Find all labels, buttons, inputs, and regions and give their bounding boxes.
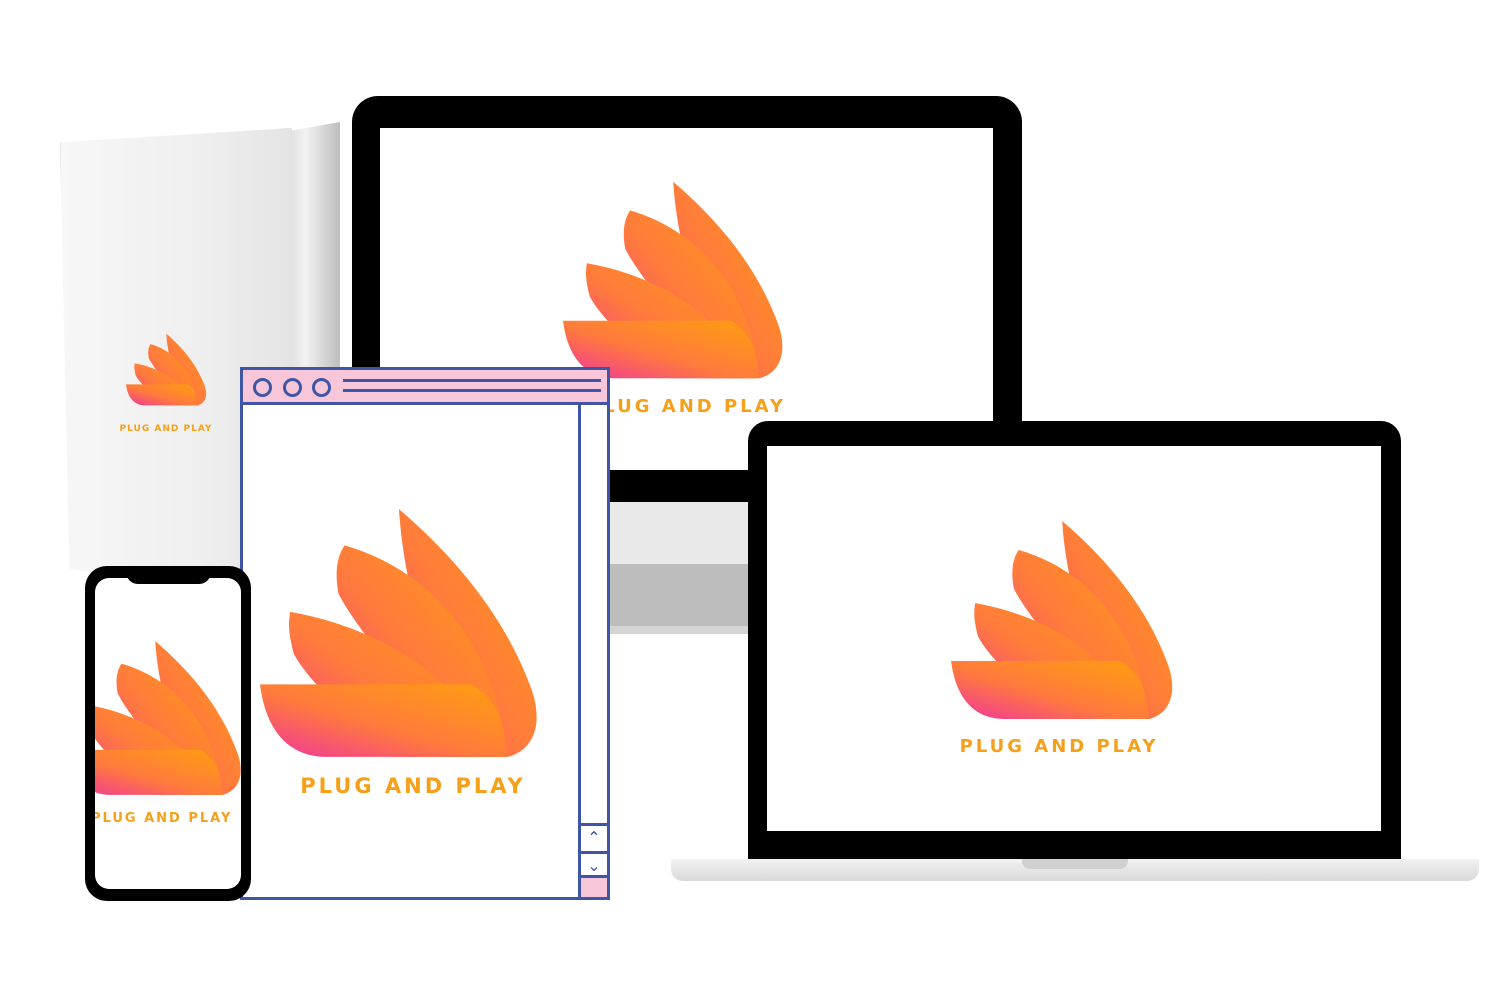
laptop-base	[671, 859, 1479, 881]
desktop-monitor-foot	[570, 626, 803, 634]
phoenix-wing-logo-icon	[951, 521, 1183, 719]
phoenix-wing-logo-icon	[126, 321, 210, 418]
phoenix-wing-logo-icon	[260, 508, 550, 758]
window-brand-name: PLUG AND PLAY	[300, 774, 526, 798]
chevron-down-icon: ⌄	[587, 856, 601, 875]
window-close-button[interactable]	[253, 378, 272, 397]
scroll-track-end	[581, 875, 607, 897]
phoenix-wing-logo-icon	[563, 180, 793, 380]
chevron-up-icon: ⌃	[587, 828, 601, 847]
window-scrollbar[interactable]: ⌃ ⌄	[578, 405, 607, 897]
browser-window: PLUG AND PLAY ⌃ ⌄	[240, 367, 610, 900]
desktop-monitor-stand	[607, 564, 773, 630]
window-title-line	[343, 389, 601, 392]
scroll-up-button[interactable]: ⌃	[581, 823, 607, 851]
laptop-brand-name: PLUG AND PLAY	[959, 736, 1159, 757]
scroll-down-button[interactable]: ⌄	[581, 851, 607, 879]
monitor-brand-name: PLUG AND PLAY	[587, 396, 786, 417]
laptop-screen: PLUG AND PLAY	[767, 446, 1381, 831]
phone-screen: PLUG AND PLAY	[95, 578, 241, 889]
window-title-line	[343, 379, 601, 382]
window-title-bar	[243, 370, 607, 405]
laptop-notch	[1022, 859, 1128, 869]
phoenix-wing-logo-icon	[95, 638, 241, 798]
book-brand-name: PLUG AND PLAY	[119, 424, 213, 434]
phone-brand-name: PLUG AND PLAY	[95, 811, 233, 826]
window-maximize-button[interactable]	[312, 378, 331, 397]
phone-notch	[126, 566, 211, 584]
window-minimize-button[interactable]	[283, 378, 302, 397]
